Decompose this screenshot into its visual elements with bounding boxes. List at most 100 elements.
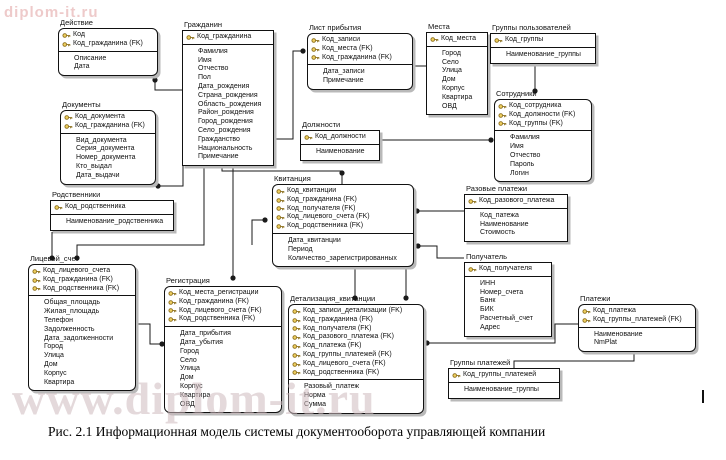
attribute-field: Номер_счета: [467, 289, 549, 298]
key-icon: [276, 189, 285, 194]
field-label: Код_гражданина (FK): [43, 275, 113, 283]
key-field: Код_родственника (FK): [31, 285, 133, 294]
relationship-dokumenty-grazhdanin: [156, 162, 184, 187]
key-field: Код_лицевого_счета (FK): [275, 213, 411, 222]
entity-box: Код_платежа Код_группы_платежей (FK)Наим…: [578, 304, 696, 353]
key-icon: [276, 197, 285, 203]
field-label: Дом: [180, 374, 194, 382]
attribute-field: Расчетный_счет: [467, 315, 549, 324]
attribute-field: Пол: [185, 74, 271, 83]
attribute-field: Общая_площадь: [31, 299, 133, 308]
key-field: Код_места_регистрации: [167, 289, 279, 298]
attribute-field: Отчество: [185, 65, 271, 74]
field-label: Код_лицевого_счета (FK): [287, 213, 370, 221]
key-icon: [430, 37, 439, 42]
key-section: Код_платежа Код_группы_платежей (FK): [579, 305, 695, 328]
key-field: Код_группы_платежей (FK): [581, 316, 693, 325]
key-section: Код_записи Код_места (FK) Код_гражданина…: [308, 34, 412, 66]
attribute-field: Дата_прибытия: [167, 330, 279, 339]
field-label: Код_гражданина (FK): [287, 195, 357, 203]
field-label: Код_группы_платежей (FK): [303, 350, 392, 358]
attribute-field: Наименование: [303, 148, 377, 157]
field-label: Имя: [198, 56, 212, 64]
attribute-field: Примечание: [310, 77, 410, 86]
attribute-field: Наименование_группы: [451, 386, 557, 395]
key-field: Код_квитанции: [275, 187, 411, 196]
key-field: Код_платежа: [581, 307, 693, 316]
key-icon: [582, 309, 591, 314]
attribute-field: Наименование: [467, 221, 565, 230]
field-label: Гражданство: [198, 135, 240, 143]
key-icon: [311, 38, 320, 43]
key-field: Код_родственника (FK): [291, 369, 421, 378]
field-label: Дата_задолженности: [44, 334, 114, 342]
field-label: Дата: [74, 63, 90, 71]
entity-title: Сотрудники: [496, 89, 537, 98]
attribute-field: Телефон: [31, 317, 133, 326]
field-label: Норма: [304, 392, 326, 400]
field-label: Код_патежа: [480, 211, 519, 219]
field-label: Код_гражданина (FK): [179, 297, 249, 305]
attribute-field: Норма: [291, 392, 421, 401]
attribute-field: БИК: [467, 306, 549, 315]
key-icon: [62, 41, 71, 47]
field-label: Код_записи: [322, 36, 361, 43]
cardinality-dot: [300, 48, 306, 54]
key-field: Код_гражданина (FK): [275, 196, 411, 205]
field-label: Отчество: [510, 151, 541, 159]
attribute-field: Дата_записи: [310, 68, 410, 77]
entity-title: Места: [428, 22, 450, 31]
field-label: Код_места: [441, 35, 477, 42]
cardinality-dot: [152, 77, 158, 83]
attribute-field: Улица: [31, 352, 133, 361]
key-field: Код_платежа (FK): [291, 342, 421, 351]
attribute-field: Дом: [167, 374, 279, 383]
key-icon: [498, 112, 507, 118]
cardinality-dot: [49, 255, 55, 261]
field-label: Дата_квитанции: [288, 236, 341, 244]
field-label: Корпус: [44, 369, 67, 377]
attribute-section: Наименование: [301, 145, 379, 160]
key-section: Код_разового_платежа: [465, 195, 567, 209]
attribute-field: Дата_рождения: [185, 83, 271, 92]
attribute-field: Наименование_родственника: [53, 218, 171, 227]
field-label: Квартира: [44, 378, 75, 386]
entity-title: Родственники: [52, 190, 101, 199]
attribute-field: Город: [167, 348, 279, 357]
entity-kvitanciya: Квитанция Код_квитанции Код_гражданина (…: [272, 174, 414, 268]
field-label: Серия_документа: [76, 145, 135, 153]
field-label: Количество_зарегистрированных: [288, 254, 397, 262]
key-field: Код_записи_детализации (FK): [291, 307, 421, 316]
entity-box: Код_записи Код_места (FK) Код_гражданина…: [307, 33, 413, 90]
field-label: Адрес: [480, 323, 501, 331]
field-label: Дом: [442, 76, 456, 84]
attribute-field: Серия_документа: [63, 145, 153, 154]
field-label: Код_гражданина (FK): [322, 53, 392, 61]
field-label: Логин: [510, 169, 529, 177]
key-icon: [292, 309, 301, 314]
key-field: Код: [61, 31, 155, 40]
relationship-dejstvie-grazhdanin: [154, 79, 182, 91]
attribute-field: Вид_документа: [63, 137, 153, 146]
field-label: ОВД: [442, 102, 457, 110]
key-section: Код_получателя: [465, 263, 551, 277]
key-section: Код_места: [427, 33, 487, 47]
key-field: Код_лицевого_счета: [31, 267, 133, 276]
field-label: Код_гражданина (FK): [303, 315, 373, 323]
key-icon: [292, 344, 301, 349]
attribute-field: Адрес: [467, 324, 549, 333]
key-section: Код Код_гражданина (FK): [59, 29, 157, 52]
attribute-field: Стоимость: [467, 229, 565, 238]
field-label: Фамилия: [510, 134, 540, 142]
entity-licevoj-schet: Лицевой_счет Код_лицевого_счета Код_граж…: [28, 254, 136, 392]
